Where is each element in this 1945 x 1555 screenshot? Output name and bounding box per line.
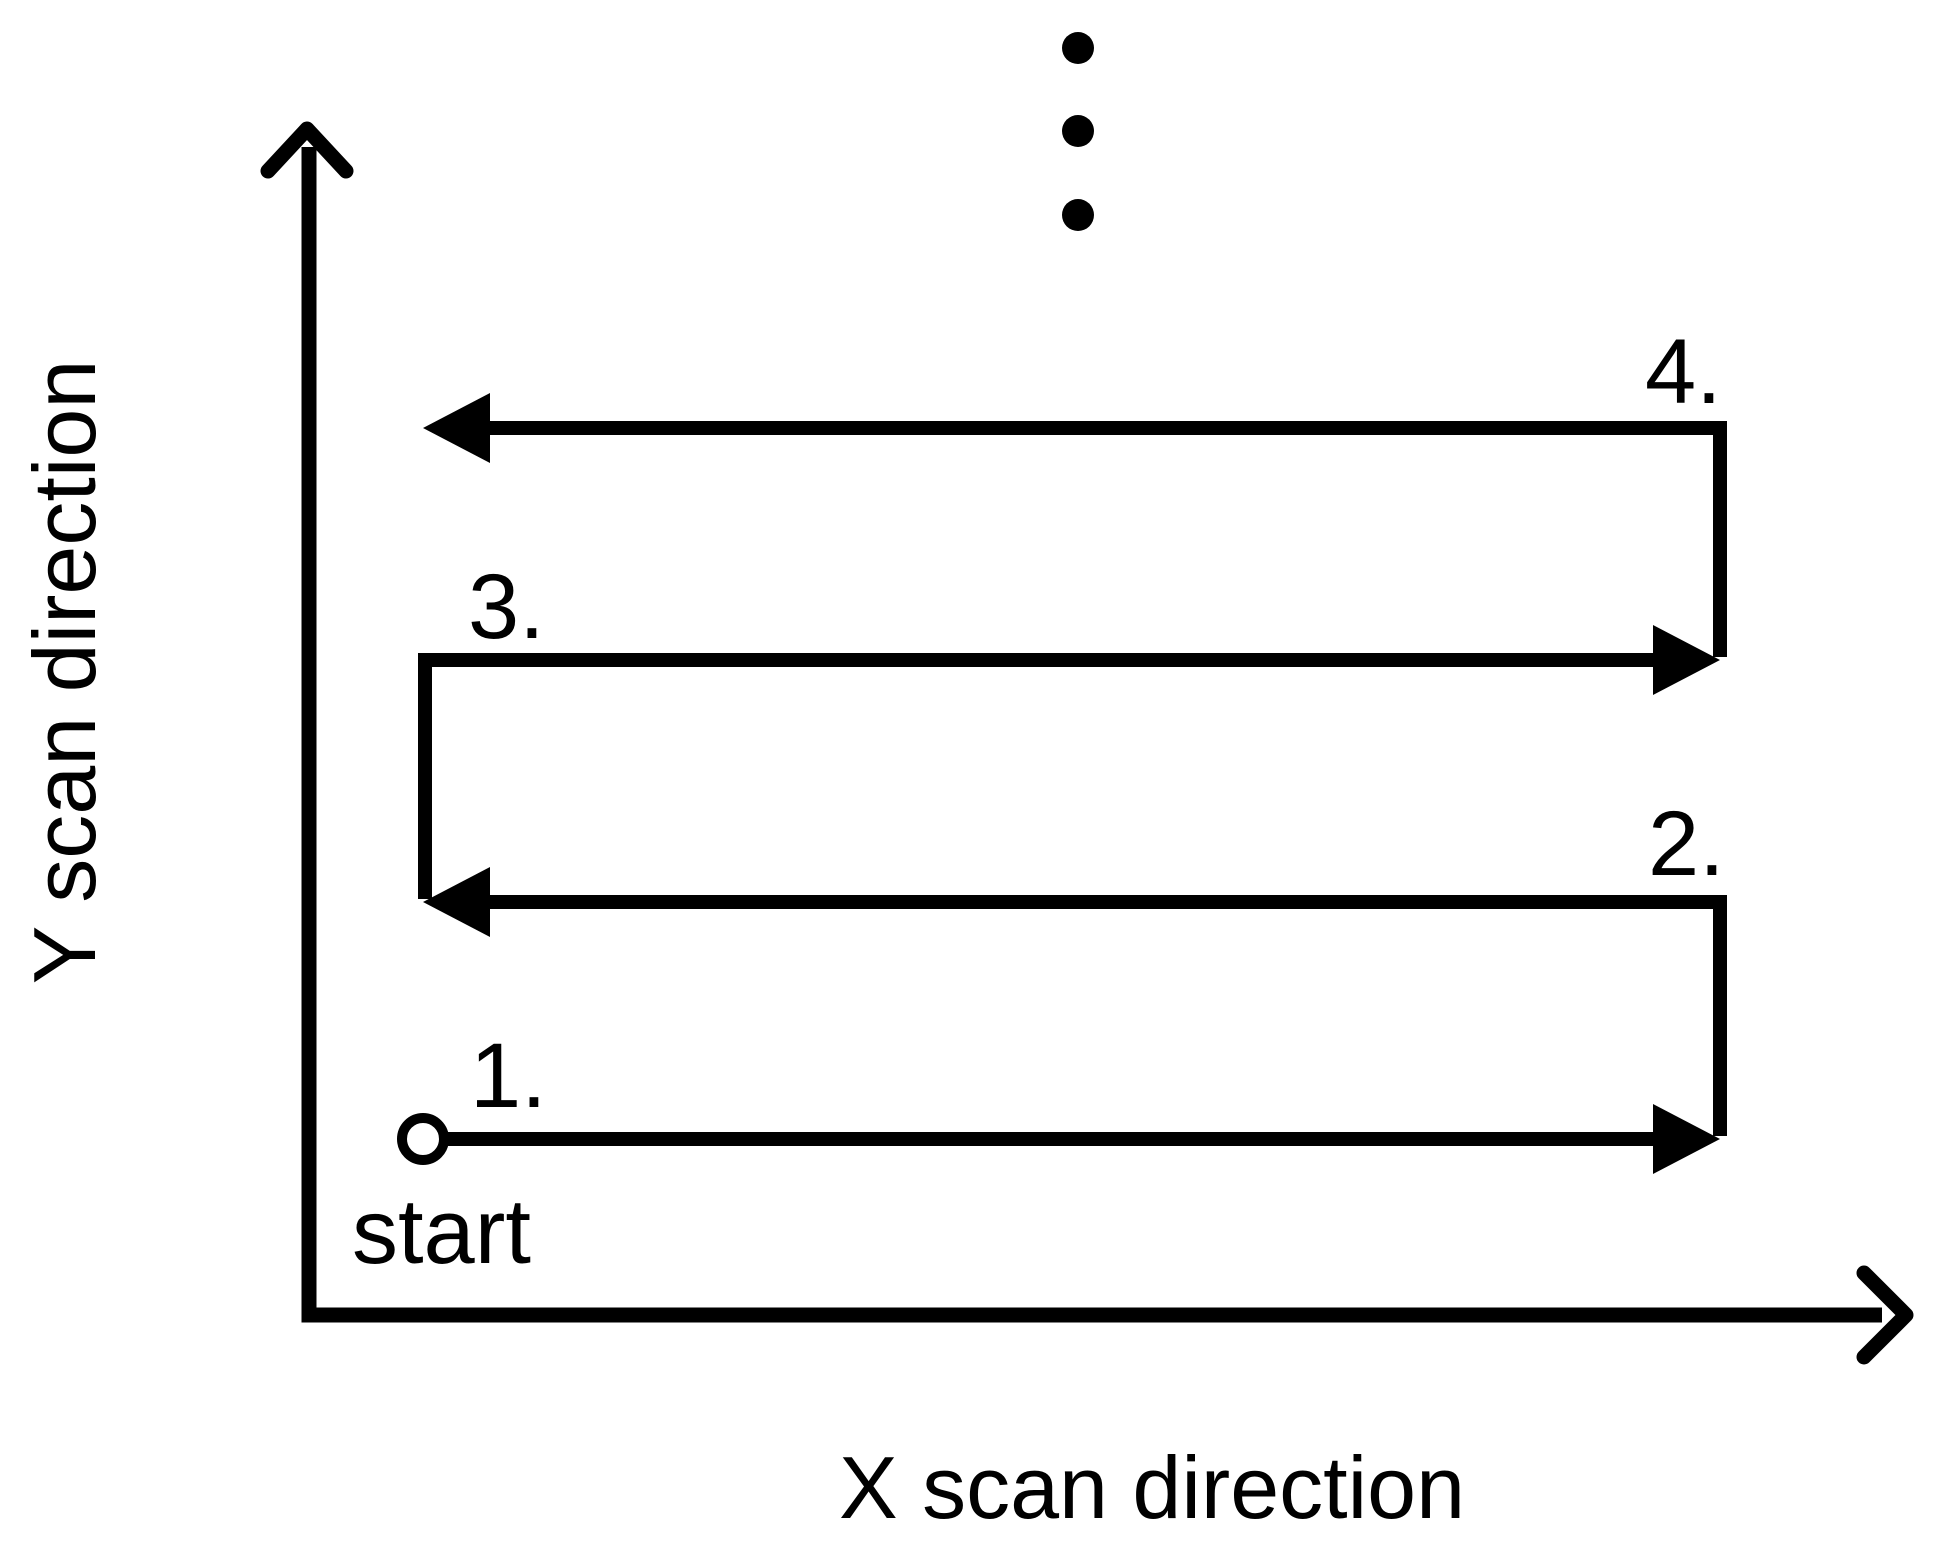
- xy-axes: [301, 147, 1882, 1323]
- x-axis-arrowhead-icon: [1856, 1265, 1914, 1365]
- scan-line-1-label: 1.: [470, 1025, 547, 1127]
- start-point-marker: [397, 1113, 449, 1165]
- scan-line-2: [487, 895, 1727, 1136]
- scan-line-3: [418, 653, 1656, 899]
- scan-line-3-label: 3.: [468, 556, 545, 658]
- scan-arrowhead-4-icon: [423, 393, 490, 463]
- scan-line-4-label: 4.: [1645, 321, 1722, 423]
- x-axis-title: X scan direction: [839, 1438, 1465, 1537]
- y-axis-title: Y scan direction: [15, 360, 114, 985]
- y-axis-arrowhead-icon: [260, 121, 354, 179]
- ellipsis-dot-icon: [1062, 115, 1094, 147]
- ellipsis-dot-icon: [1062, 32, 1094, 64]
- scan-arrowhead-1-icon: [1653, 1104, 1720, 1174]
- scan-arrowhead-3-icon: [1653, 625, 1720, 695]
- scan-line-4: [487, 421, 1727, 657]
- scan-arrowhead-2-icon: [423, 867, 490, 937]
- scan-line-2-label: 2.: [1648, 793, 1725, 895]
- start-label: start: [352, 1181, 531, 1283]
- ellipsis-dot-icon: [1062, 199, 1094, 231]
